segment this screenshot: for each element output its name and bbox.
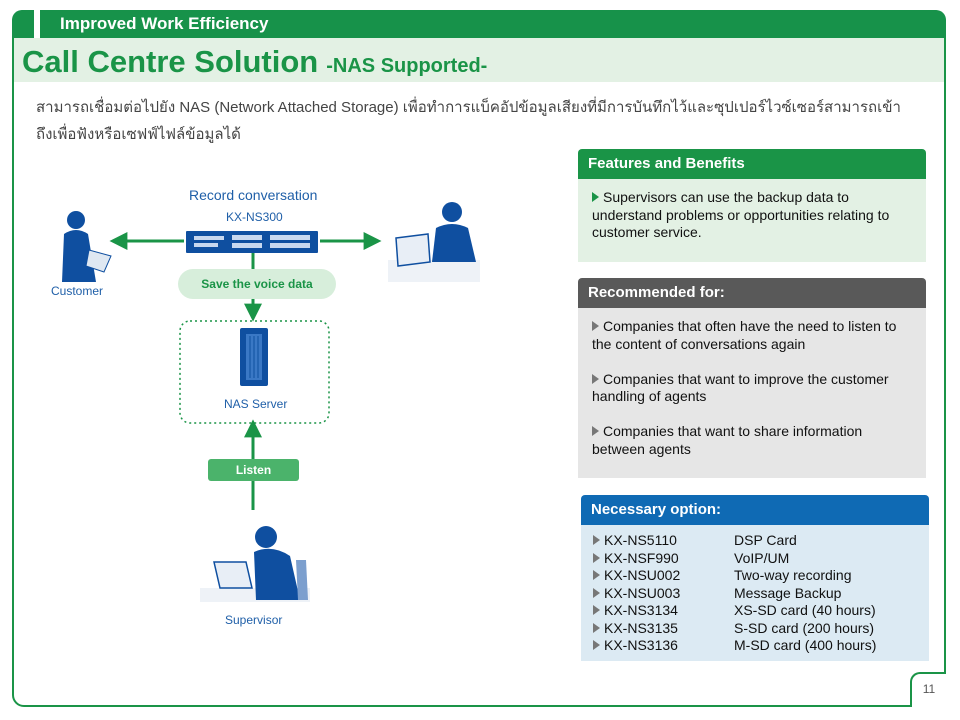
option-code: KX-NS5110 [604, 532, 677, 548]
option-desc: DSP Card [734, 532, 797, 548]
bullet-icon [592, 373, 599, 384]
title-text: Call Centre Solution [22, 44, 319, 79]
option-code: KX-NS3134 [604, 602, 678, 618]
features-body: Supervisors can use the backup data to u… [578, 179, 926, 262]
option-code: KX-NS3136 [604, 637, 678, 653]
recommended-title: Recommended for: [578, 278, 926, 308]
bullet-icon [593, 587, 600, 598]
nas-server-icon [240, 328, 268, 386]
page-number: 11 [910, 672, 946, 707]
features-text: Supervisors can use the backup data to u… [592, 189, 890, 240]
section-label: Improved Work Efficiency [60, 14, 269, 33]
option-desc: Two-way recording [734, 567, 852, 583]
customer-icon [62, 211, 112, 282]
section-bar-marker [34, 10, 40, 38]
option-row: KX-NS3134 XS-SD card (40 hours) [593, 602, 917, 620]
option-row: KX-NS3135 S-SD card (200 hours) [593, 620, 917, 638]
option-desc: XS-SD card (40 hours) [734, 602, 876, 618]
save-voice-pill: Save the voice data [178, 269, 336, 299]
nas-server-label: NAS Server [224, 397, 288, 411]
recommended-item-text: Companies that want to share information… [592, 423, 863, 457]
bullet-icon [593, 552, 600, 563]
necessary-title: Necessary option: [581, 495, 929, 525]
page-title: Call Centre Solution -NAS Supported- [22, 44, 487, 80]
pbx-unit-icon [186, 231, 318, 253]
necessary-body: KX-NS5110 DSP Card KX-NSF990 VoIP/UM KX-NS… [581, 525, 929, 661]
bullet-icon [592, 192, 599, 202]
option-row: KX-NS5110 DSP Card [593, 532, 917, 550]
features-title: Features and Benefits [578, 149, 926, 179]
bullet-icon [593, 640, 600, 650]
option-row: KX-NSU002 Two-way recording [593, 567, 917, 585]
bullet-icon [593, 605, 600, 615]
option-desc: S-SD card (200 hours) [734, 619, 875, 636]
title-band [14, 38, 944, 82]
supervisor-label: Supervisor [225, 613, 283, 627]
intro-text: สามารถเชื่อมต่อไปยัง NAS (Network Attach… [36, 99, 901, 143]
bullet-icon [593, 535, 600, 545]
recommended-item: Companies that want to improve the custo… [592, 371, 912, 406]
title-subtitle: -NAS Supported- [326, 55, 488, 77]
option-desc: M-SD card (400 hours) [734, 637, 877, 653]
record-conversation-label: Record conversation [189, 187, 318, 203]
supervisor-icon [200, 526, 310, 602]
option-row: KX-NSF990 VoIP/UM [593, 550, 917, 568]
option-desc: Message Backup [734, 584, 842, 601]
customer-label: Customer [51, 284, 104, 298]
recommended-body: Companies that often have the need to li… [578, 308, 926, 478]
bullet-icon [593, 622, 600, 633]
option-code: KX-NSU002 [604, 567, 681, 583]
bullet-icon [592, 321, 599, 331]
option-code: KX-NS3135 [604, 619, 678, 636]
bullet-icon [592, 426, 599, 436]
agent-icon [388, 202, 480, 282]
listen-label: Listen [208, 459, 299, 481]
option-desc: VoIP/UM [734, 549, 790, 566]
recommended-item: Companies that want to share information… [592, 423, 912, 458]
section-bar: Improved Work Efficiency [12, 10, 946, 38]
recommended-item-text: Companies that want to improve the custo… [592, 370, 889, 405]
bullet-icon [593, 570, 600, 580]
option-code: KX-NSU003 [604, 584, 681, 601]
nas-dotted-box [179, 320, 330, 424]
option-row: KX-NS3136 M-SD card (400 hours) [593, 637, 917, 655]
pbx-model-label: KX-NS300 [226, 210, 283, 224]
recommended-item: Companies that often have the need to li… [592, 318, 912, 353]
option-row: KX-NSU003 Message Backup [593, 585, 917, 603]
option-code: KX-NSF990 [604, 549, 679, 566]
recommended-item-text: Companies that often have the need to li… [592, 318, 897, 352]
